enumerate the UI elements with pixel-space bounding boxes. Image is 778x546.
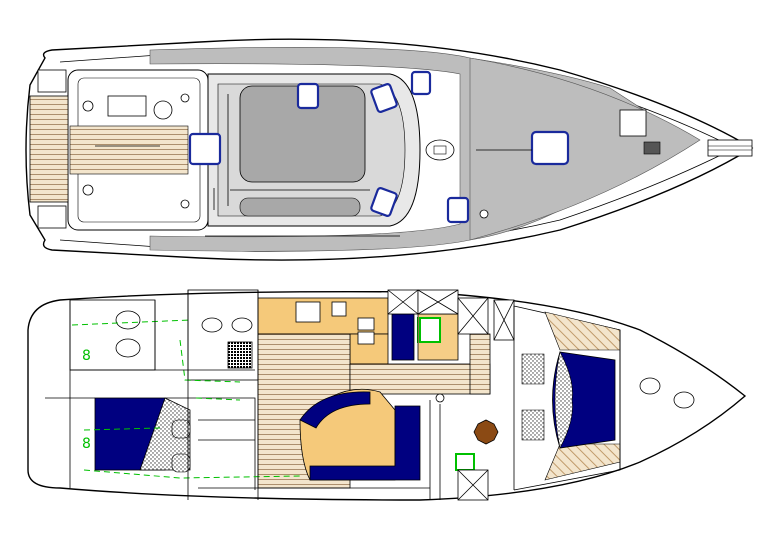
- saloon-cabinet: [391, 313, 415, 361]
- deck-hatches: [188, 70, 570, 224]
- helm-wheel-icon: [153, 100, 173, 120]
- galley-sink-icon: [357, 317, 375, 331]
- winch-icon: [180, 199, 190, 209]
- mast-icon: [433, 145, 447, 155]
- cockpit-seat-port: [37, 69, 67, 93]
- toilet-icon: 8: [82, 436, 91, 452]
- helm-pedestal: [107, 95, 147, 117]
- saloon-sole-teak: [349, 363, 491, 395]
- sink-icon: [115, 310, 141, 330]
- deck-plan: [25, 38, 754, 261]
- fender-icon: [639, 377, 661, 395]
- hatch-icon: [446, 196, 470, 224]
- lockers: [387, 289, 515, 501]
- hatch-icon: [296, 82, 320, 110]
- hatch-icon: [370, 187, 398, 217]
- winch-icon: [82, 100, 94, 112]
- deck-tracks: [95, 73, 400, 237]
- anchor-locker: [619, 109, 647, 137]
- settee-backrest: [299, 391, 371, 429]
- aft-cabin-seat: [171, 453, 191, 473]
- sink-icon: [231, 317, 253, 333]
- accommodation-plan: 8 8: [27, 289, 747, 501]
- berth-dotted-cushion: [139, 397, 191, 471]
- fridge-icon: [331, 301, 347, 317]
- cockpit-teak-sole: [69, 125, 189, 175]
- forward-cabin-seat: [521, 409, 545, 441]
- saloon-cabinet-green: [419, 317, 441, 343]
- nav-panel-icon: [227, 341, 253, 369]
- forward-hatch-icon: [530, 130, 570, 166]
- bow-roller: [707, 139, 753, 157]
- saloon-table-icon: [473, 419, 499, 445]
- cockpit-seat-stbd: [37, 205, 67, 229]
- forward-berth-cushion: [554, 351, 573, 449]
- winch-icon: [82, 184, 94, 196]
- deck-fitting-icon: [479, 209, 489, 219]
- foredeck-nonskid: [469, 57, 701, 241]
- sink-fixtures: [115, 310, 253, 358]
- aft-cabin-seat: [171, 419, 191, 439]
- transom-teak-platform: [29, 95, 69, 203]
- saloon-cabinet-green: [455, 453, 475, 471]
- mast-compression-post: [435, 393, 445, 403]
- winch-icon: [180, 93, 190, 103]
- fender-icon: [673, 391, 695, 409]
- hatch-icon: [188, 132, 222, 166]
- interior-walls: [45, 290, 441, 500]
- galley-sink-icon: [357, 331, 375, 345]
- aft-head-compartment: [69, 299, 156, 371]
- stove-icon: [295, 301, 321, 323]
- aft-skylight: [239, 197, 361, 217]
- settee-side: [309, 405, 421, 481]
- wiring-runs: [71, 319, 301, 479]
- forward-cabin-seat: [521, 353, 545, 385]
- forward-passage-teak: [469, 333, 491, 395]
- windlass-icon: [643, 141, 661, 155]
- hatch-icon: [410, 70, 432, 96]
- aft-cabin-wall: [165, 397, 256, 490]
- sink-icon: [115, 338, 141, 358]
- toilet-icon: 8: [82, 348, 91, 364]
- sink-icon: [201, 317, 223, 333]
- hatch-icon: [370, 83, 398, 113]
